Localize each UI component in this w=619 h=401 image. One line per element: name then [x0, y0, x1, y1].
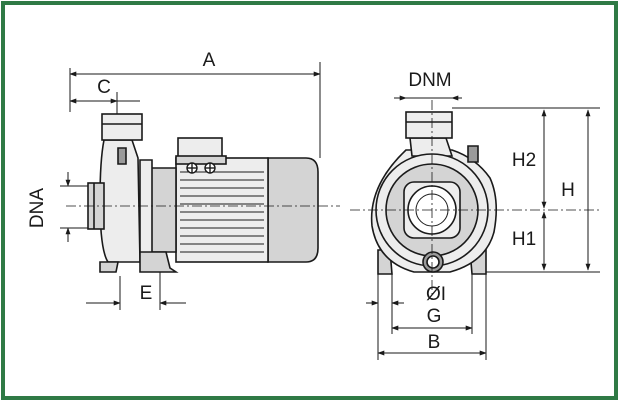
label-h: H: [561, 180, 575, 201]
motor-fan-cover: [267, 157, 319, 263]
label-h2: H2: [512, 150, 536, 171]
front-discharge-pipe: [405, 111, 453, 139]
label-b: B: [428, 332, 441, 353]
dimension-labels: A C DNA E DNM H2 H H1 ØI G B: [27, 50, 575, 353]
motor-adapter: [149, 167, 177, 253]
label-h1: H1: [512, 229, 536, 250]
front-centrelines: [350, 100, 600, 300]
label-oi: ØI: [426, 284, 446, 305]
label-dna: DNA: [27, 188, 48, 228]
label-a: A: [203, 50, 216, 71]
pump-side-view: [87, 113, 319, 273]
label-e: E: [140, 283, 153, 304]
label-g: G: [427, 306, 442, 327]
label-c: C: [97, 77, 111, 98]
discharge-pipe: [101, 113, 143, 141]
side-view-dimensions: [60, 62, 321, 310]
pump-foot: [139, 251, 179, 273]
front-view-dimensions: [366, 95, 600, 360]
motor-body: [175, 157, 269, 263]
terminal-screws: [186, 162, 216, 174]
motor-cooling-fins: [180, 171, 264, 253]
label-dnm: DNM: [408, 70, 451, 91]
